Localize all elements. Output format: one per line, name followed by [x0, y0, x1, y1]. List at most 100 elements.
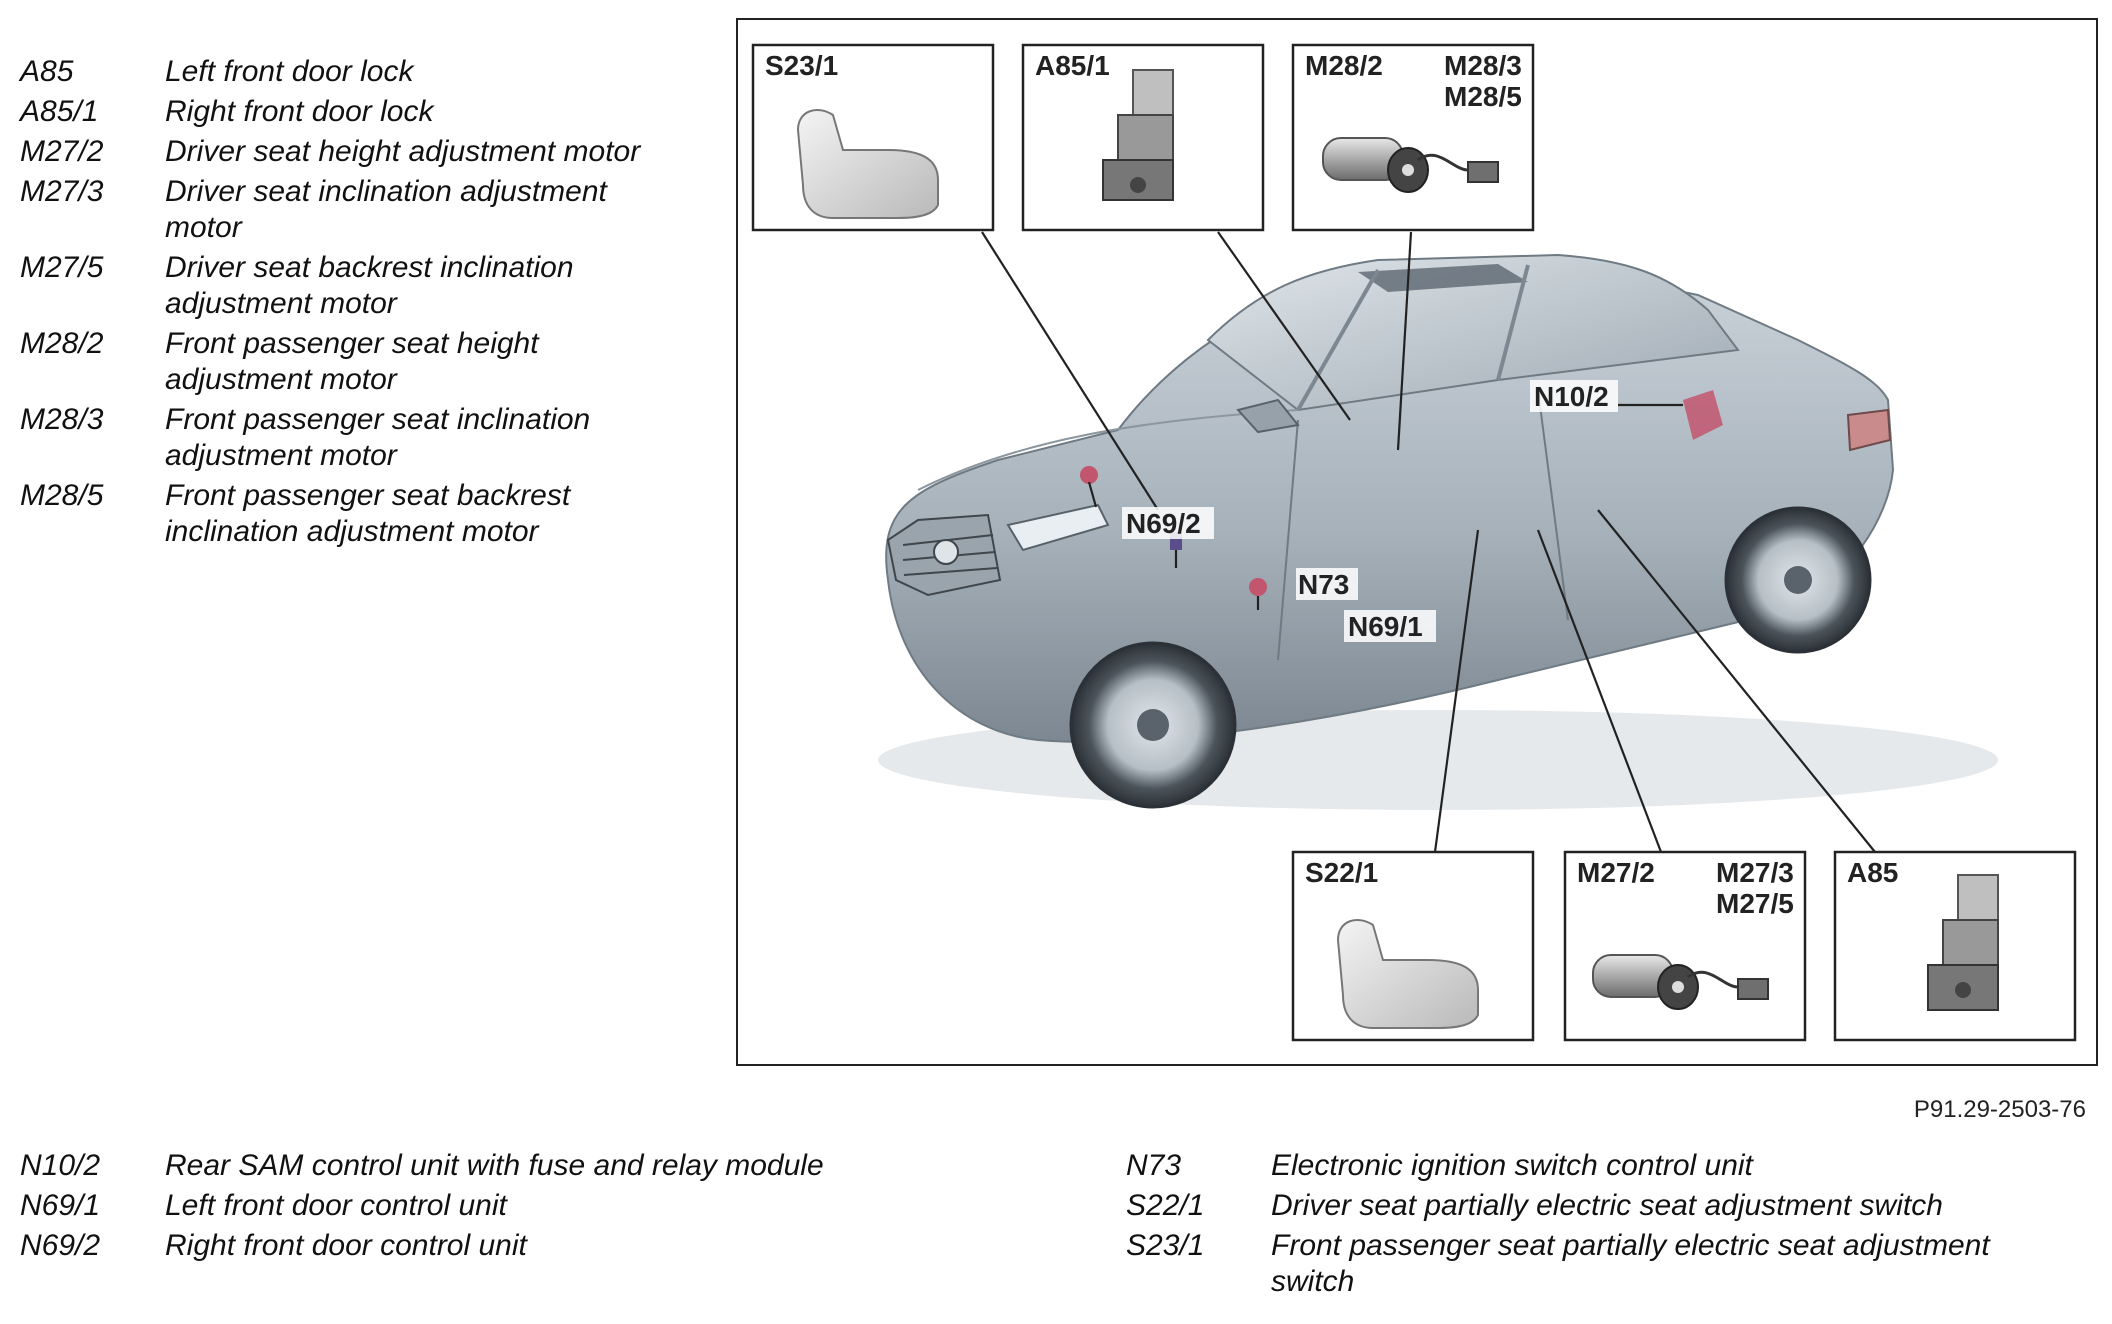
- leader-m27: [1536, 529, 1663, 853]
- legend-row: M27/2 Driver seat height adjustment motor: [20, 134, 660, 170]
- legend-code: N73: [1126, 1149, 1182, 1182]
- car-illustration: [885, 253, 1895, 809]
- callout-m27: M27/2 M27/3 M27/5: [1563, 850, 1807, 1042]
- component-highlights: [1080, 390, 1723, 596]
- label-backdrop: [1122, 507, 1214, 539]
- figure-id: P91.29-2503-76: [1913, 1096, 2086, 1123]
- callout-label: S22/1: [1305, 857, 1378, 888]
- legend-description: Driver seat partially electric seat adju…: [1271, 1189, 1943, 1222]
- legend-code: N10/2: [20, 1149, 101, 1182]
- star-badge: [933, 539, 959, 565]
- grille-bar: [903, 567, 998, 576]
- legend-code: M27/3: [20, 175, 104, 208]
- leader-s22-1: [1433, 529, 1480, 853]
- legend-row: N69/1 Left front door control unit: [20, 1188, 1070, 1224]
- seat-motor-icon: [1322, 137, 1499, 193]
- legend-description: Left front door control unit: [165, 1189, 507, 1222]
- seat-motor-icon: [1592, 954, 1769, 1010]
- legend-row: N73 Electronic ignition switch control un…: [1126, 1148, 2066, 1184]
- rear-door-line: [1537, 389, 1569, 621]
- legend-description: Driver seat height adjustment motor: [165, 135, 641, 168]
- callout-label: M27/2: [1577, 857, 1655, 888]
- legend-code: S22/1: [1126, 1189, 1205, 1222]
- legend-code: M27/5: [20, 251, 104, 284]
- callout-label: A85/1: [1035, 50, 1110, 81]
- callout-s22-1: S22/1: [1291, 850, 1535, 1042]
- side-mirror: [1236, 398, 1300, 434]
- legend-row: M28/5 Front passenger seat backrest incli…: [20, 478, 660, 550]
- legend-row: M28/2 Front passenger seat height adjustm…: [20, 326, 660, 398]
- legend-code: N69/1: [20, 1189, 101, 1222]
- seat-switch-icon: [796, 109, 939, 219]
- pin-label-n69-1: N69/1: [1348, 611, 1423, 642]
- pin-labels: N10/2 N69/2 N73 N69/1: [1122, 380, 1618, 642]
- leader-s23-1: [981, 231, 1159, 511]
- legend-row: N10/2 Rear SAM control unit with fuse and…: [20, 1148, 1070, 1184]
- legend-code: N69/2: [20, 1229, 101, 1262]
- legend-description: Right front door lock: [165, 95, 434, 128]
- callout-label: M27/5: [1716, 888, 1794, 919]
- front-wheel-hub: [1137, 709, 1169, 741]
- legend-description: Front passenger seat height adjustment m…: [165, 327, 539, 396]
- callout-label: M28/3: [1444, 50, 1522, 81]
- hood-line: [917, 409, 1299, 491]
- door-lock-icon: [1927, 874, 1999, 1011]
- legend-row: M27/3 Driver seat inclination adjustment …: [20, 174, 660, 246]
- leader-lines: [981, 231, 1876, 853]
- car-body: [885, 276, 1895, 743]
- legend-row: M27/5 Driver seat backrest inclination ad…: [20, 250, 660, 322]
- callout-a85: A85: [1833, 850, 2077, 1042]
- headlamp: [1006, 503, 1110, 552]
- callout-label: A85: [1847, 857, 1898, 888]
- legend-description: Front passenger seat backrest inclinatio…: [165, 479, 571, 548]
- pin-label-n73: N73: [1298, 569, 1349, 600]
- legend-code: A85: [20, 55, 74, 88]
- a-pillar: [1296, 269, 1380, 411]
- seat-switch-icon: [1336, 919, 1479, 1029]
- n10-2-component-marker: [1683, 390, 1723, 440]
- callout-m28: M28/2 M28/3 M28/5: [1291, 43, 1535, 232]
- vehicle-diagram: S23/1 A85/1 M28/2 M28/3 M28/5: [751, 43, 2077, 1042]
- legend-description: Left front door lock: [165, 55, 414, 88]
- front-door-line: [1277, 419, 1299, 661]
- legend-description: Front passenger seat partially electric …: [1271, 1229, 1990, 1298]
- legend-code: M28/2: [20, 327, 104, 360]
- legend-description: Front passenger seat inclination adjustm…: [165, 403, 591, 472]
- legend-code: M27/2: [20, 135, 104, 168]
- label-backdrop: [1530, 380, 1618, 412]
- legend-description: Right front door control unit: [165, 1229, 527, 1262]
- legend-description: Electronic ignition switch control unit: [1271, 1149, 1753, 1182]
- door-lock-icon: [1102, 69, 1174, 201]
- leader-a85-1: [1217, 231, 1351, 421]
- legend-code: S23/1: [1126, 1229, 1205, 1262]
- legend-row: S22/1 Driver seat partially electric seat…: [1126, 1188, 2066, 1224]
- sunroof: [1358, 264, 1528, 292]
- callout-label: M28/2: [1305, 50, 1383, 81]
- legend-row: A85 Left front door lock: [20, 54, 660, 90]
- legend-code: M28/3: [20, 403, 104, 436]
- pin-label-n10-2: N10/2: [1534, 381, 1609, 412]
- callout-s23-1: S23/1: [751, 43, 995, 232]
- taillight: [1846, 408, 1892, 452]
- legend-code: M28/5: [20, 479, 104, 512]
- legend-bottom-left: N10/2 Rear SAM control unit with fuse and…: [20, 1148, 1070, 1268]
- callout-a85-1: A85/1: [1021, 43, 1265, 232]
- label-backdrop: [1344, 610, 1436, 642]
- legend-row: S23/1 Front passenger seat partially elec…: [1126, 1228, 2066, 1300]
- n69-2-component-marker: [1080, 466, 1098, 484]
- callout-label: S23/1: [765, 50, 838, 81]
- legend-row: M28/3 Front passenger seat inclination ad…: [20, 402, 660, 474]
- legend-row: N69/2 Right front door control unit: [20, 1228, 1070, 1264]
- n69-1-component-marker: [1249, 578, 1267, 596]
- legend-description: Driver seat inclination adjustment motor: [165, 175, 607, 244]
- legend-bottom-right: N73 Electronic ignition switch control un…: [1126, 1148, 2066, 1304]
- legend-description: Driver seat backrest inclination adjustm…: [165, 251, 574, 320]
- label-backdrop: [1296, 568, 1358, 600]
- rear-wheel-hub: [1784, 566, 1812, 594]
- diagram-frame: S23/1 A85/1 M28/2 M28/3 M28/5: [736, 18, 2098, 1066]
- legend-description: Rear SAM control unit with fuse and rela…: [165, 1149, 824, 1182]
- callout-label: M27/3: [1716, 857, 1794, 888]
- b-pillar: [1496, 264, 1530, 381]
